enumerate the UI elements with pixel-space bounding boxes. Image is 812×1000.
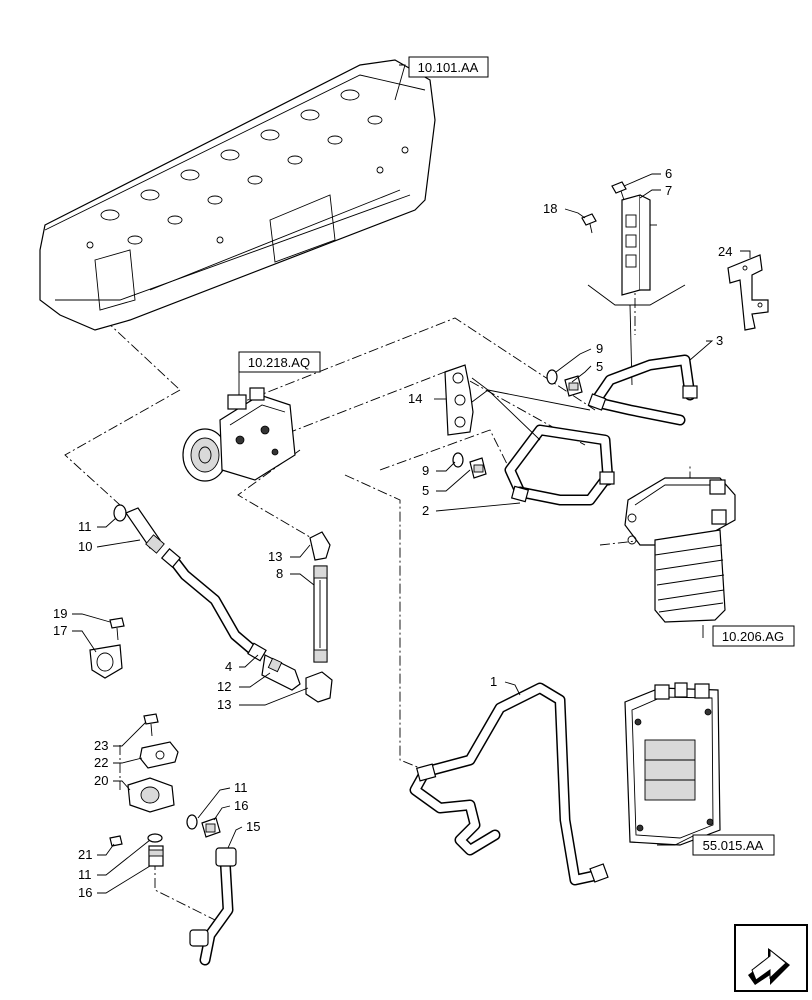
callout-11-right: 11 [234,780,248,795]
callout-14: 14 [408,391,422,406]
callout-8: 8 [276,566,283,581]
callout-20: 20 [94,773,108,788]
fuel-filter [624,477,736,623]
part-13-elbow-upper [309,531,331,561]
part-7-clamp-bracket [621,194,657,296]
ref-cylinder-head-label: 10.101.AA [418,60,479,75]
part-9-o-ring-upper [546,369,558,385]
leader-lines [72,64,751,894]
part-22-bracket [139,741,179,769]
part-2-fuel-line [504,424,615,506]
callout-22: 22 [94,755,108,770]
ecu [624,682,721,846]
callout-13-upper: 13 [268,549,282,564]
part-8-tube [313,565,328,663]
part-5-fitting-lower [469,457,487,479]
callout-numbers: 6 7 18 24 3 9 5 14 9 5 2 1 11 10 13 8 19… [53,166,732,900]
part-9-o-ring-lower [452,452,464,468]
part-16-fitting-right [201,817,221,838]
callout-5-lower: 5 [422,483,429,498]
ref-ecu-label: 55.015.AA [703,838,764,853]
callout-1: 1 [490,674,497,689]
callout-18: 18 [543,201,557,216]
part-15-pipe [189,847,237,966]
ref-injection-pump[interactable]: 10.218.AQ [238,351,321,373]
callout-3: 3 [716,333,723,348]
callout-2: 2 [422,503,429,518]
callout-9-upper: 9 [596,341,603,356]
callout-23: 23 [94,738,108,753]
part-19-screw [109,617,125,641]
callout-5-upper: 5 [596,359,603,374]
callout-19: 19 [53,606,67,621]
cylinder-head [39,59,436,331]
part-21-screw [109,835,123,847]
callout-12: 12 [217,679,231,694]
next-page-button[interactable] [734,924,808,992]
ref-fuel-filter-label: 10.206.AG [722,629,784,644]
callout-24: 24 [718,244,732,259]
callout-10: 10 [78,539,92,554]
callout-15: 15 [246,819,260,834]
part-14-line-clamp [444,364,591,441]
part-10-fitting-tube [125,507,165,554]
part-13-elbow-lower [305,671,333,703]
callout-9-lower: 9 [422,463,429,478]
part-23-screw [143,713,159,737]
part-5-fitting-upper [564,375,583,397]
ref-injection-pump-label: 10.218.AQ [248,355,310,370]
ref-ecu[interactable]: 55.015.AA [692,834,775,856]
ref-fuel-filter[interactable]: 10.206.AG [712,625,795,647]
part-6-screw [611,181,627,201]
callout-6: 6 [665,166,672,181]
part-3-fuel-line [587,354,698,426]
ref-cylinder-head[interactable]: 10.101.AA [408,56,489,78]
part-18-screw [581,213,597,234]
part-11-o-ring-right [186,814,198,830]
callout-21: 21 [78,847,92,862]
part-4-pipe [160,548,267,662]
part-12-tee-fitting [261,654,301,691]
callout-16-lower: 16 [78,885,92,900]
callout-4: 4 [225,659,232,674]
part-17-clamp [89,644,123,679]
callout-7: 7 [665,183,672,198]
part-24-mounting-bracket [727,254,769,331]
next-page-arrow-icon [748,948,790,985]
head-ports [86,89,409,249]
callout-16-right: 16 [234,798,248,813]
callout-13-lower: 13 [217,697,231,712]
connection-lines [64,280,691,921]
part-1-fuel-line [409,682,609,886]
part-16-fitting-lower [148,845,164,867]
callout-11-left: 11 [78,519,92,534]
callout-17: 17 [53,623,67,638]
part-20-housing [127,777,175,813]
injection-pump [182,387,296,482]
callout-11-lower: 11 [78,867,92,882]
part-11-o-ring-middle [147,833,163,843]
